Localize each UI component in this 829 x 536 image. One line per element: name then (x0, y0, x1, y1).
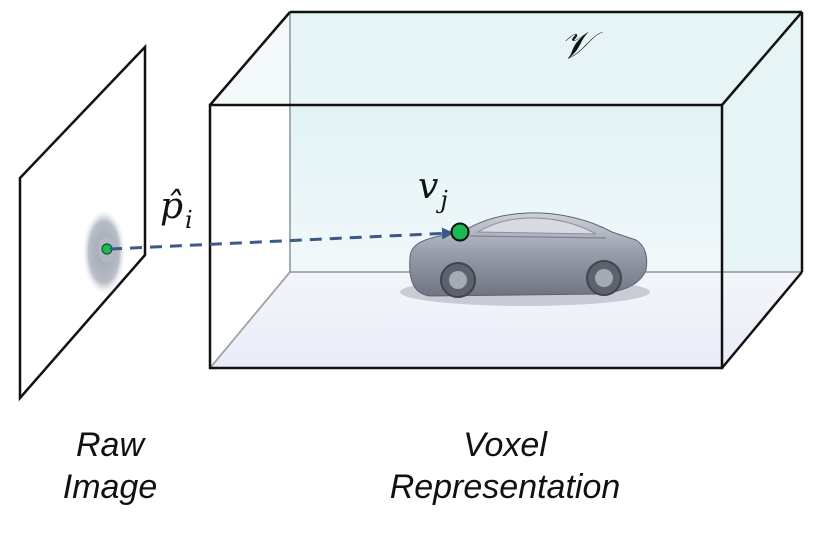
projection-ray (109, 227, 454, 251)
raw-image-caption: Raw Image (10, 424, 210, 508)
voxel-representation-caption: Voxel Representation (330, 424, 680, 508)
pixel-label: p̂i (160, 186, 193, 234)
raw-image-caption-line2: Image (62, 468, 158, 506)
voxel-caption-line1: Voxel (463, 426, 547, 464)
raw-image-caption-line1: Raw (75, 426, 145, 464)
voxel-volume (208, 10, 804, 370)
raw-image-plane (18, 43, 147, 402)
voxel-caption-line2: Representation (389, 468, 621, 506)
voxel-point (450, 222, 470, 242)
